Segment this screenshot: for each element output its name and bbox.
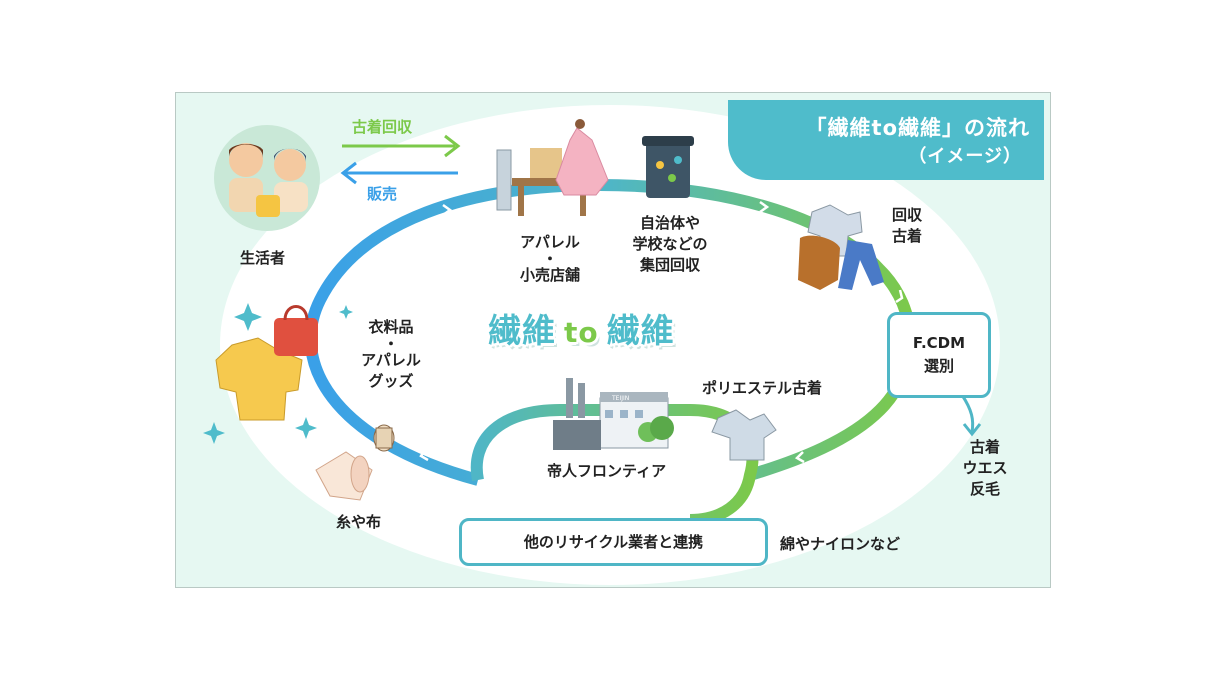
people-icon xyxy=(214,125,320,231)
polyester-label: ポリエステル古着 xyxy=(702,379,823,397)
waste-cloth-label: 古着 ウエス 反毛 xyxy=(962,438,1008,498)
retail-label: アパレル ・ 小売店舗 xyxy=(519,233,580,284)
sell-label: 販売 xyxy=(367,185,398,203)
center-title-part1: 繊維 xyxy=(488,311,556,350)
yarn-cloth-label: 糸や布 xyxy=(336,513,382,531)
apparel-goods-label: 衣料品 ・ アパレル グッズ xyxy=(361,318,421,390)
title-line1: 「繊維to繊維」の流れ xyxy=(805,116,1030,140)
consumer-label: 生活者 xyxy=(240,249,286,267)
title-box: 「繊維to繊維」の流れ （イメージ） xyxy=(728,100,1044,180)
tshirt-icon xyxy=(711,409,777,461)
title-line2: （イメージ） xyxy=(908,146,1022,167)
collection-box-icon xyxy=(642,136,694,198)
clothes-pile-icon xyxy=(798,204,884,290)
municipal-collection-label: 自治体や 学校などの 集団回収 xyxy=(632,214,708,274)
sell-arrow xyxy=(340,161,458,185)
partners-box: 他のリサイクル業者と連携 xyxy=(459,518,768,566)
center-title-to: to xyxy=(564,316,599,349)
factory-icon: TEIJIN xyxy=(553,378,674,450)
clothes-rack-icon xyxy=(496,119,609,216)
factory-sign: TEIJIN xyxy=(611,395,629,402)
shirt-bag-icon xyxy=(215,305,318,421)
collected-clothes-label: 回収 古着 xyxy=(892,206,923,245)
sparkle-icon xyxy=(203,303,353,444)
collect-label: 古着回収 xyxy=(352,118,413,136)
ring-chevrons xyxy=(419,200,904,464)
fcdm-arrow xyxy=(960,394,982,437)
cotton-nylon-label: 綿やナイロンなど xyxy=(780,535,901,553)
center-title-part2: 繊維 xyxy=(606,311,675,350)
thread-cloth-icon xyxy=(315,424,395,501)
teijin-label: 帝人フロンティア xyxy=(547,462,667,480)
collect-arrow xyxy=(342,134,461,158)
